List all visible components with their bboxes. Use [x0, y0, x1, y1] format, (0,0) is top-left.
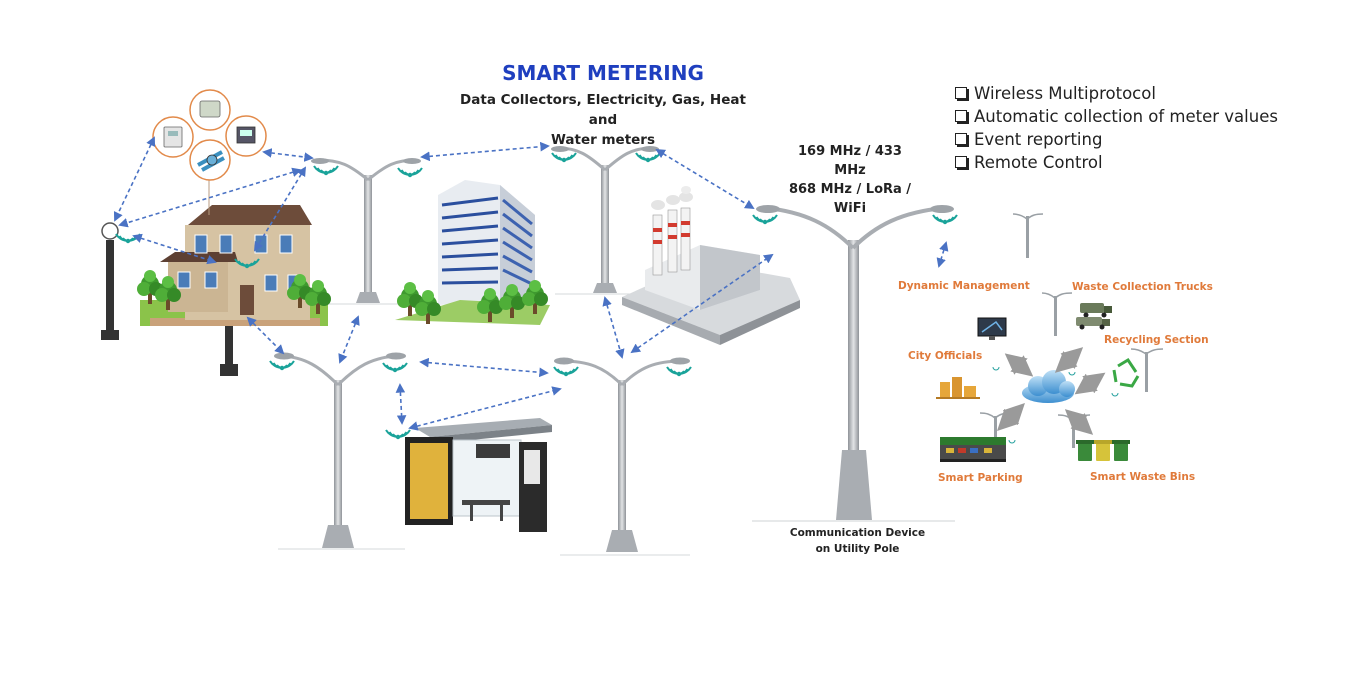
feature-list: Wireless Multiprotocol Automatic collect…	[955, 82, 1278, 174]
feature-item: Remote Control	[955, 151, 1278, 174]
garden-lamp-left	[101, 222, 119, 340]
mini-pole-trucks	[1041, 292, 1073, 336]
frequency-line-4: WiFi	[833, 201, 867, 216]
checkbox-icon	[955, 156, 967, 168]
frequency-line-3: 868 MHz / LoRa /	[788, 182, 912, 197]
frequency-label: 169 MHz / 433 MHz 868 MHz / LoRa / WiFi	[785, 142, 915, 218]
feature-item: Event reporting	[955, 128, 1278, 151]
diagram-subtitle: Data Collectors, Electricity, Gas, Heat …	[455, 90, 751, 150]
subtitle-line-2: Water meters	[550, 132, 655, 148]
parking-icon	[940, 437, 1006, 462]
waste-bins-icon	[1076, 440, 1130, 461]
checkbox-icon	[955, 87, 967, 99]
checkbox-icon	[955, 110, 967, 122]
label-recycling-section: Recycling Section	[1104, 334, 1209, 346]
meter-cluster	[152, 89, 267, 215]
monitor-icon	[977, 317, 1007, 340]
label-dynamic-management: Dynamic Management	[898, 280, 1030, 292]
label-smart-waste-bins: Smart Waste Bins	[1090, 471, 1196, 483]
cloud-connections	[997, 347, 1106, 435]
communication-device-label: Communication Device on Utility Pole	[785, 525, 930, 557]
house-illustration	[137, 205, 331, 326]
mini-pole-recycling	[1130, 348, 1164, 392]
office-building-illustration	[395, 180, 550, 325]
lamp-pole-4	[554, 357, 690, 552]
frequency-line-1: 169 MHz / 433	[798, 144, 902, 159]
feature-item: Automatic collection of meter values	[955, 105, 1278, 128]
label-city-officials: City Officials	[908, 350, 983, 362]
recycle-icon	[1112, 357, 1140, 388]
network-connections	[113, 136, 949, 431]
mini-signal-icons	[992, 366, 1119, 444]
subtitle-line-1: Data Collectors, Electricity, Gas, Heat …	[460, 92, 746, 128]
cloud-icon	[1022, 370, 1075, 403]
frequency-line-2: MHz	[834, 163, 866, 178]
smart-city-panel	[936, 213, 1164, 462]
bus-shelter-illustration	[405, 418, 552, 532]
feature-item: Wireless Multiprotocol	[955, 82, 1278, 105]
checkbox-icon	[955, 133, 967, 145]
utility-pole-main	[752, 205, 955, 522]
lamp-pole-2	[551, 146, 659, 293]
comm-device-line-2: on Utility Pole	[815, 543, 900, 555]
diagram-title: SMART METERING	[502, 61, 704, 85]
lamp-pole-3	[274, 352, 406, 548]
comm-device-line-1: Communication Device	[789, 527, 926, 539]
city-buildings-icon	[936, 377, 980, 399]
mini-pole-top	[1012, 213, 1044, 258]
label-waste-collection-trucks: Waste Collection Trucks	[1072, 281, 1213, 293]
truck-icon	[1076, 303, 1112, 330]
lamp-pole-1	[311, 158, 421, 303]
ground-lines	[278, 293, 690, 556]
label-smart-parking: Smart Parking	[938, 472, 1023, 484]
